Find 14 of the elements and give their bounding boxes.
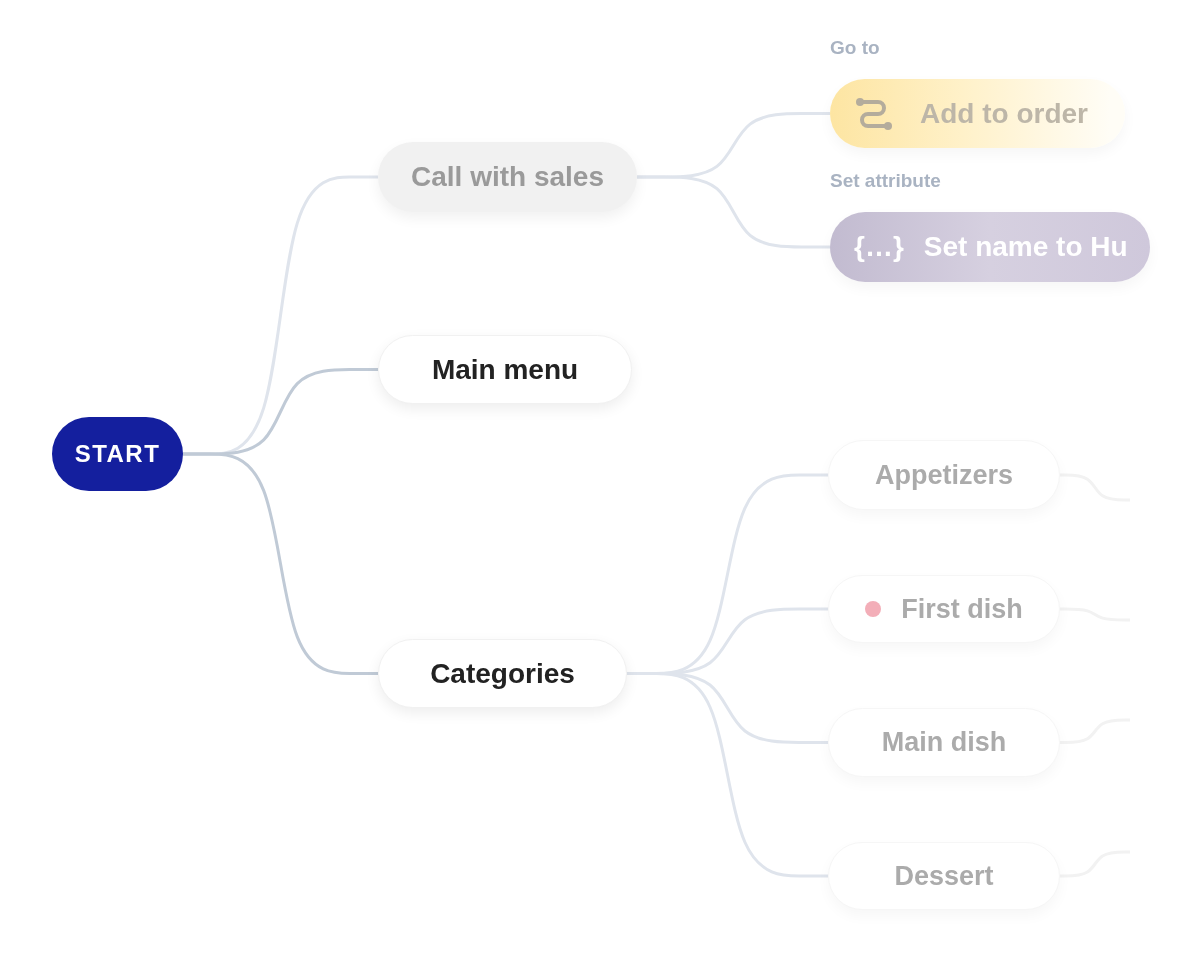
node-label: First dish	[901, 593, 1023, 625]
connector-line	[183, 452, 378, 675]
variable-braces-icon: {…}	[854, 231, 904, 263]
node-label: Call with sales	[411, 161, 604, 193]
action-title: Add to order	[920, 97, 1088, 130]
node-label: START	[74, 440, 161, 468]
node-label: Appetizers	[874, 459, 1013, 491]
node-label: Main dish	[881, 727, 1007, 758]
node-label: Dessert	[894, 860, 994, 892]
node-label: Categories	[430, 657, 575, 690]
connector-line	[637, 175, 830, 249]
node-label: Main menu	[431, 353, 579, 386]
action-type-label: Set attribute	[830, 170, 941, 192]
action-type-label: Go to	[830, 37, 880, 59]
